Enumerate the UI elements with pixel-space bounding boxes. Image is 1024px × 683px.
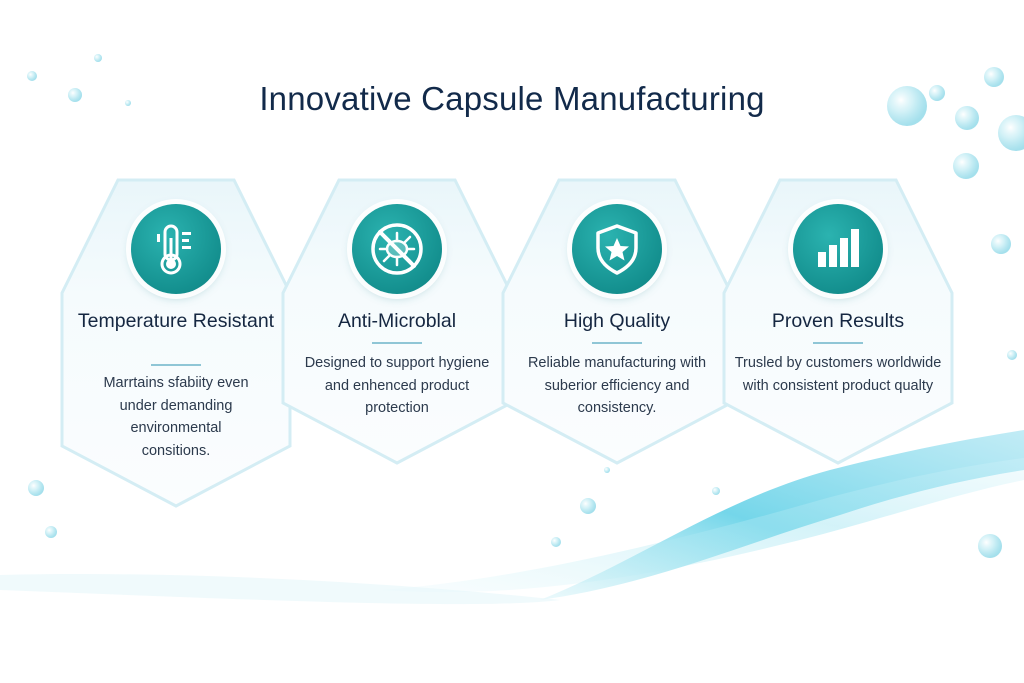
shield-star-icon [572,204,662,294]
thermometer-icon [131,204,221,294]
feature-card-anti-microbial: Anti-Microblal Designed to support hygie… [281,178,513,508]
card-title: Proven Results [771,310,905,332]
bar-chart-icon [793,204,883,294]
card-description: Marrtains sfabiity even under demanding … [103,375,249,459]
card-title: Temperature Resistant [77,310,275,332]
card-divider [151,364,201,366]
feature-card-temperature: Temperature Resistant Marrtains sfabiity… [60,178,292,508]
card-divider [372,342,422,344]
card-divider [813,342,863,344]
card-hexagon [501,178,733,465]
card-description: Designed to support hygiene and enhenced… [304,355,490,416]
card-title: Anti-Microblal [337,310,457,332]
card-description: Reliable manufacturing with suberior eff… [527,355,707,416]
wave-mist [0,574,560,605]
feature-card-high-quality: High Quality Reliable manufacturing with… [501,178,733,508]
card-divider [592,342,642,344]
card-hexagon [281,178,513,465]
card-title: High Quality [563,310,671,332]
feature-card-proven-results: Proven Results Trusled by customers worl… [722,178,954,508]
card-hexagon [60,178,292,508]
page-title: Innovative Capsule Manufacturing [259,80,765,117]
anti-microbial-icon [352,204,442,294]
card-hexagon [722,178,954,465]
card-description: Trusled by customers worldwide with cons… [734,355,942,394]
